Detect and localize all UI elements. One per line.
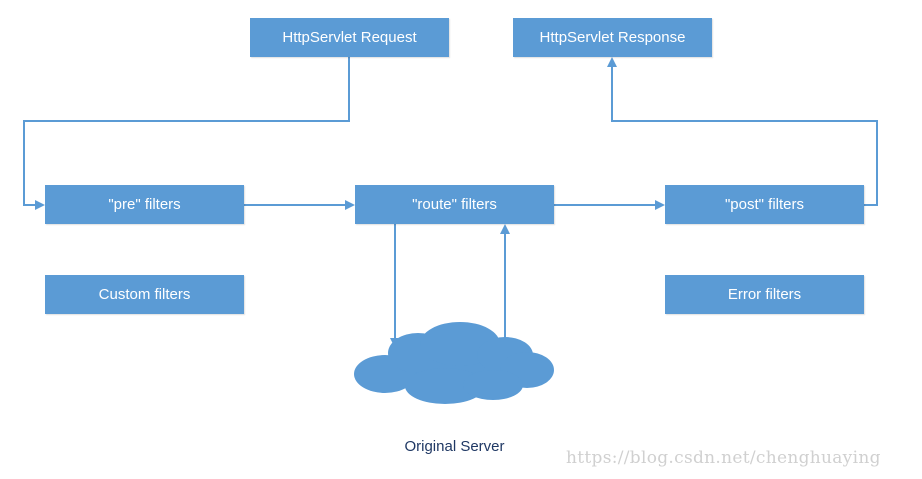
httpservlet-request-node: HttpServlet Request [250,18,449,57]
custom-filters-node: Custom filters [45,275,244,314]
route-filters-node: "route" filters [355,185,554,224]
watermark-text: https://blog.csdn.net/chenghuaying [566,448,881,468]
cloud-icon [354,322,554,404]
pre-filters-node: "pre" filters [45,185,244,224]
httpservlet-response-node: HttpServlet Response [513,18,712,57]
error-filters-node: Error filters [665,275,864,314]
original-server-label: Original Server [404,438,505,455]
post-filters-node: "post" filters [665,185,864,224]
connector-request-to-pre [23,57,350,210]
connector-post-to-response [607,57,878,206]
